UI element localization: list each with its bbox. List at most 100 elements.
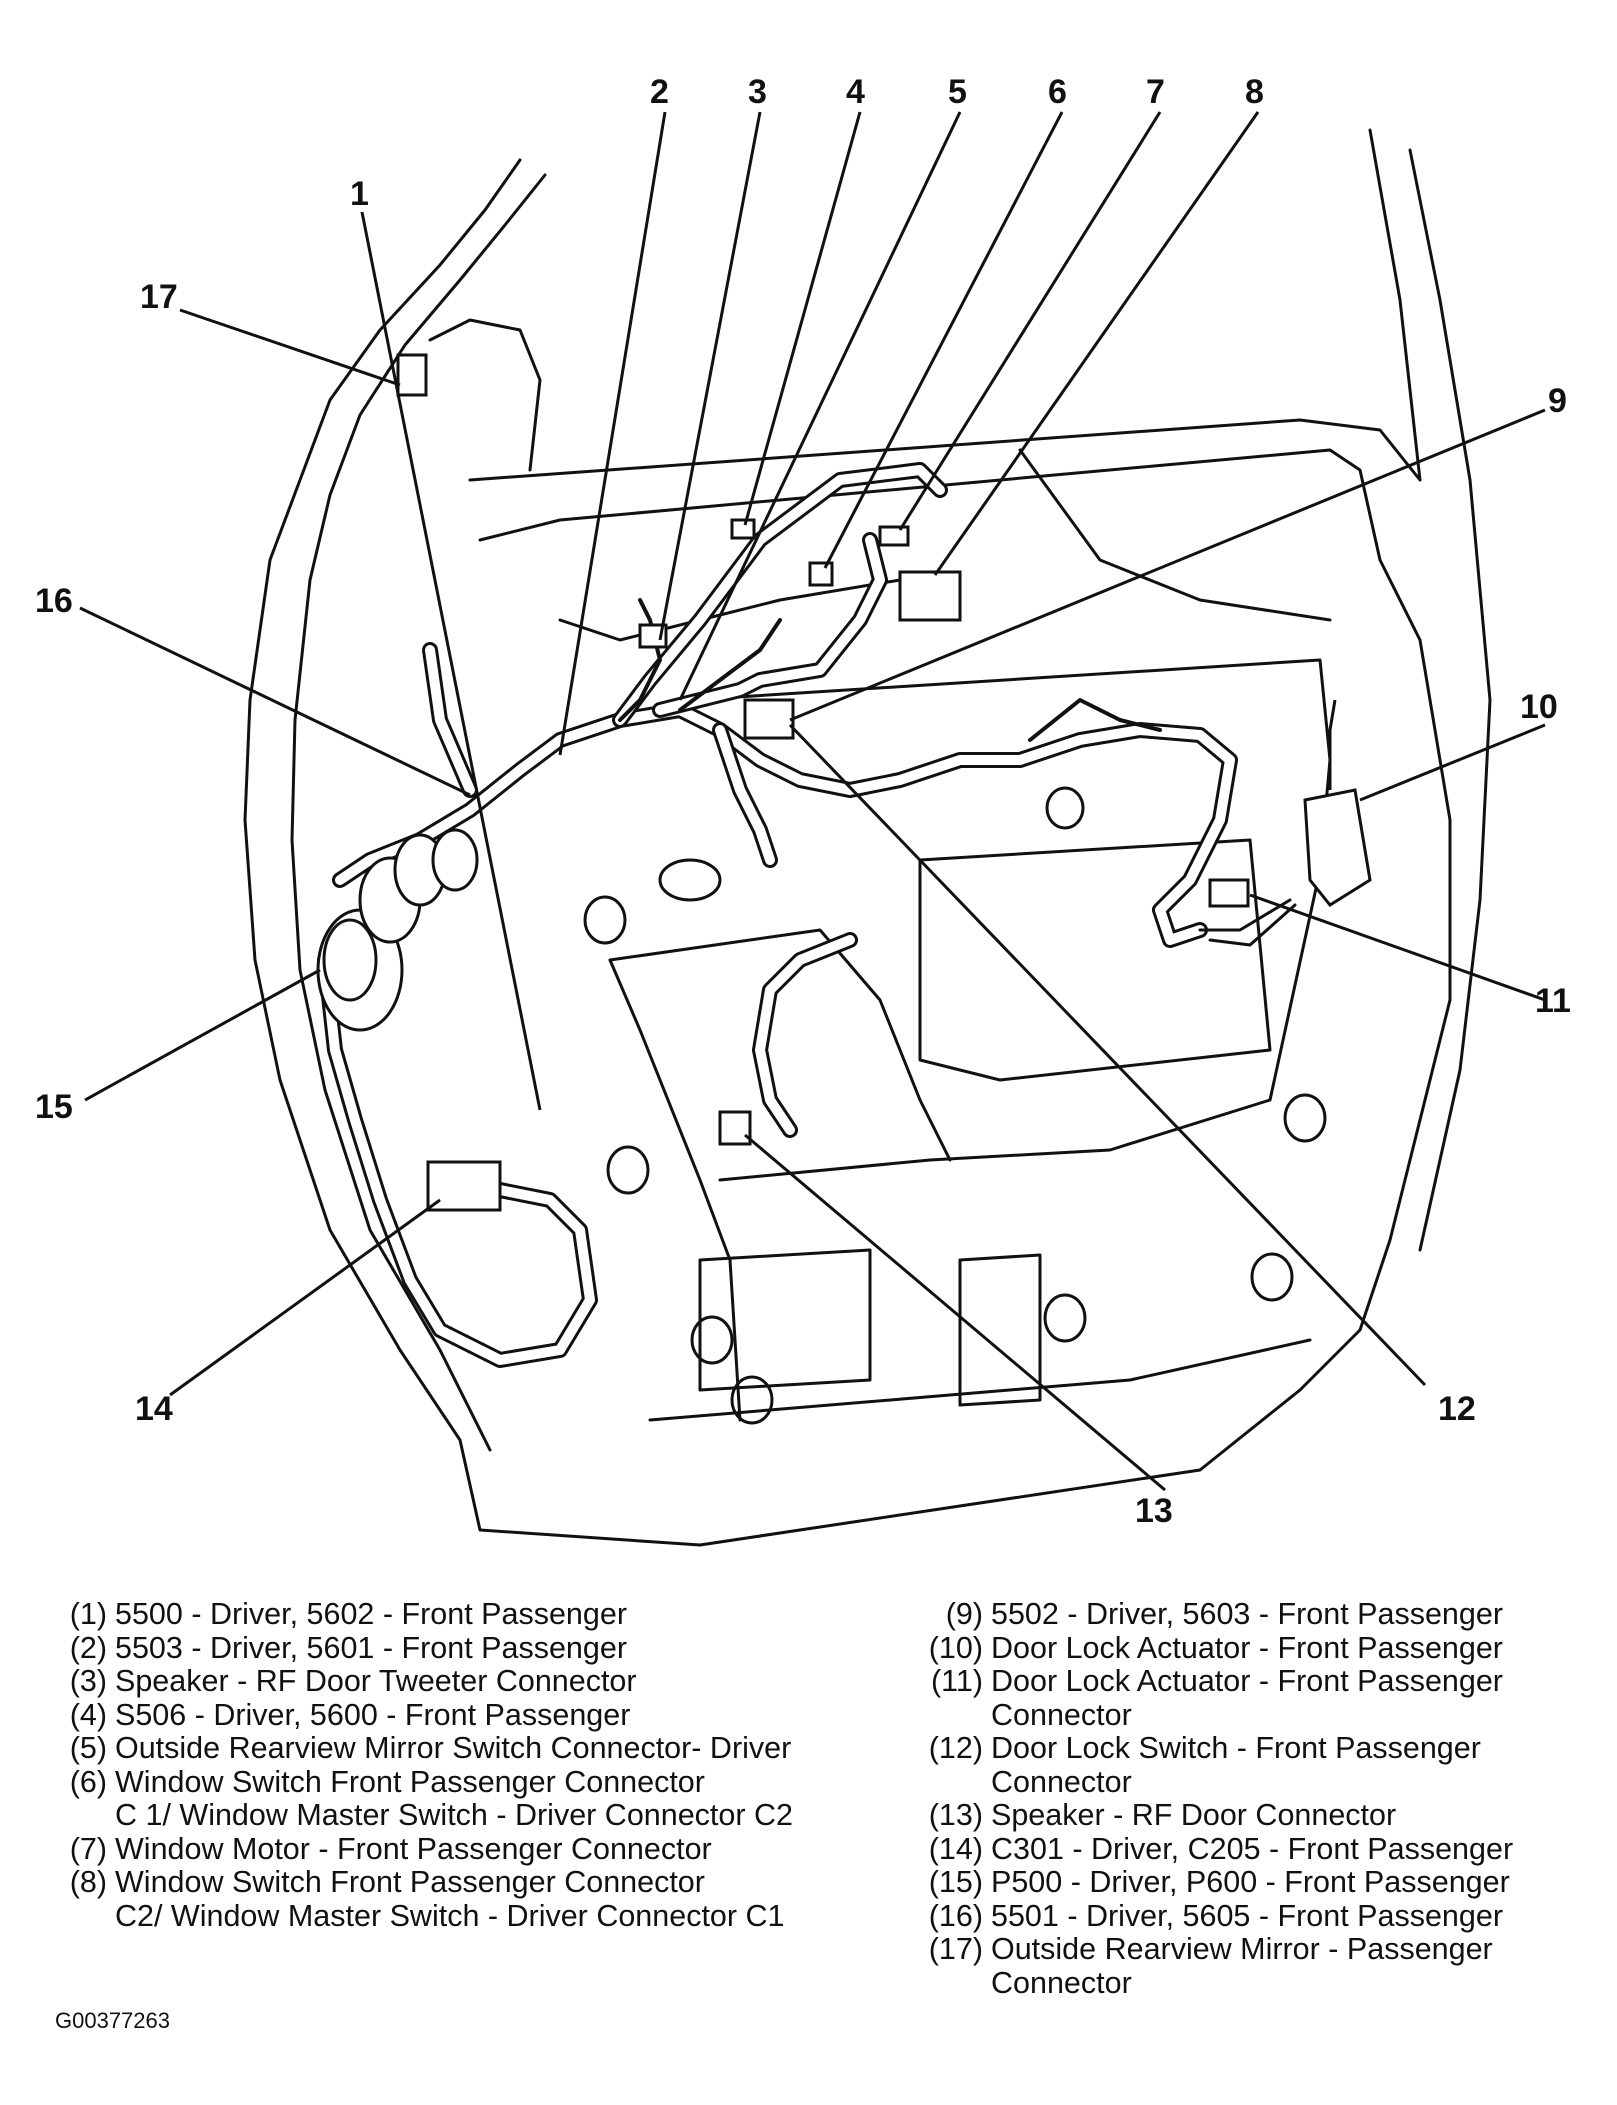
- legend-item-number: (15): [928, 1865, 983, 1899]
- callout-14: 14: [135, 1390, 173, 1428]
- legend-item-number: (17): [928, 1932, 983, 1966]
- legend-item: (2)5503 - Driver, 5601 - Front Passenger: [55, 1630, 875, 1666]
- callout-4: 4: [846, 73, 865, 111]
- legend-item-text: Connector: [991, 1697, 1132, 1732]
- legend-item-text: 5501 - Driver, 5605 - Front Passenger: [991, 1898, 1503, 1933]
- legend-item-text: P500 - Driver, P600 - Front Passenger: [991, 1865, 1510, 1899]
- legend-item-text: Connector: [991, 1764, 1132, 1799]
- legend-item-text: Speaker - RF Door Connector: [991, 1798, 1397, 1832]
- legend-item-text: Outside Rearview Mirror Switch Connector…: [115, 1731, 792, 1765]
- connector-3: [638, 623, 668, 649]
- callout-17: 17: [140, 278, 178, 316]
- callout-5: 5: [948, 73, 967, 111]
- callout-1: 1: [350, 175, 369, 213]
- legend-item-number: (11): [931, 1664, 983, 1698]
- figure-id: G00377263: [55, 2008, 170, 2033]
- legend-item-text: C301 - Driver, C205 - Front Passenger: [991, 1831, 1514, 1866]
- legend-item-number: [913, 1967, 991, 2001]
- callout-3: 3: [748, 73, 767, 111]
- legend-item: (1)5500 - Driver, 5602 - Front Passenger: [55, 1597, 875, 1632]
- legend-item-number: (5): [69, 1731, 107, 1765]
- legend-item: (4)S506 - Driver, 5600 - Front Passenger: [55, 1697, 875, 1733]
- legend-item: C 1/ Window Master Switch - Driver Conne…: [55, 1798, 875, 1833]
- legend-item-number: (7): [69, 1831, 107, 1866]
- legend-item-number: [55, 1799, 115, 1833]
- connector-8: [898, 570, 962, 622]
- legend-left-column: (1)5500 - Driver, 5602 - Front Passenger…: [55, 1597, 875, 1934]
- legend-item-text: Outside Rearview Mirror - Passenger: [991, 1932, 1493, 1966]
- door-outline: [243, 128, 1492, 1547]
- legend-item-text: Window Switch Front Passenger Connector: [115, 1764, 705, 1799]
- callout-10: 10: [1520, 688, 1558, 726]
- legend-item-number: [55, 1900, 115, 1934]
- door-wiring-diagram: 1 2 3 4 5 6 7 8 9 10 11 12 13 14 15 16 1…: [35, 73, 1571, 1547]
- legend-item-text: Window Motor - Front Passenger Connector: [115, 1831, 712, 1866]
- legend-item-number: (14): [928, 1831, 983, 1866]
- legend-item: (8)Window Switch Front Passenger Connect…: [55, 1865, 875, 1900]
- callout-labels: 1 2 3 4 5 6 7 8 9 10 11 12 13 14 15 16 1…: [35, 73, 1571, 1530]
- legend-item-number: (12): [928, 1731, 983, 1765]
- legend-item: (16)5501 - Driver, 5605 - Front Passenge…: [913, 1898, 1603, 1934]
- legend-item-number: (6): [69, 1764, 107, 1799]
- legend-item: (5)Outside Rearview Mirror Switch Connec…: [55, 1731, 875, 1766]
- wiring-harness: [317, 462, 1297, 1368]
- connector-7: [878, 525, 910, 547]
- callout-6: 6: [1048, 73, 1067, 111]
- legend-item-number: [913, 1766, 991, 1800]
- legend-item: Connector: [913, 1965, 1603, 2001]
- callout-12: 12: [1438, 1390, 1476, 1428]
- connector-5: [808, 561, 834, 587]
- door-lock-actuator-rod: [1328, 699, 1337, 790]
- legend-item: (12)Door Lock Switch - Front Passenger: [913, 1731, 1603, 1766]
- connector-11: [1208, 878, 1250, 908]
- connectors: [396, 353, 1372, 1212]
- legend-item-text: Connector: [991, 1965, 1132, 2000]
- legend-item-text: C2/ Window Master Switch - Driver Connec…: [115, 1898, 785, 1933]
- connector-13: [718, 1110, 752, 1146]
- legend-right-column: (9)5502 - Driver, 5603 - Front Passenger…: [913, 1597, 1603, 2001]
- connector-4: [730, 518, 756, 540]
- legend-item: (17)Outside Rearview Mirror - Passenger: [913, 1932, 1603, 1967]
- legend-item: Connector: [913, 1764, 1603, 1800]
- legend-item-number: [913, 1699, 991, 1733]
- legend-item-number: (8): [69, 1865, 107, 1899]
- mounting-holes: [583, 786, 1327, 1425]
- legend-item: (9)5502 - Driver, 5603 - Front Passenger: [913, 1597, 1603, 1632]
- connector-17: [396, 353, 428, 397]
- legend-item-number: (4): [69, 1697, 107, 1732]
- callout-13: 13: [1135, 1492, 1173, 1530]
- leader-lines: [79, 111, 1546, 1492]
- legend-item: (15)P500 - Driver, P600 - Front Passenge…: [913, 1865, 1603, 1900]
- callout-9: 9: [1548, 382, 1567, 420]
- legend-item-text: 5500 - Driver, 5602 - Front Passenger: [115, 1597, 627, 1631]
- legend-item-text: Door Lock Switch - Front Passenger: [991, 1731, 1481, 1765]
- callout-15: 15: [35, 1088, 73, 1126]
- connector-14: [426, 1160, 502, 1212]
- legend-item: C2/ Window Master Switch - Driver Connec…: [55, 1898, 875, 1934]
- legend-item: (3)Speaker - RF Door Tweeter Connector: [55, 1664, 875, 1699]
- legend-item: (13)Speaker - RF Door Connector: [913, 1798, 1603, 1833]
- legend-item-number: (16): [928, 1898, 983, 1933]
- legend-item-number: (9): [945, 1597, 983, 1631]
- callout-16: 16: [35, 582, 73, 620]
- legend-item-text: Door Lock Actuator - Front Passenger: [991, 1630, 1503, 1665]
- legend-item-text: 5503 - Driver, 5601 - Front Passenger: [115, 1630, 627, 1665]
- legend-item: (10)Door Lock Actuator - Front Passenger: [913, 1630, 1603, 1666]
- legend-item-text: Window Switch Front Passenger Connector: [115, 1865, 705, 1899]
- callout-8: 8: [1245, 73, 1264, 111]
- legend-item-text: 5502 - Driver, 5603 - Front Passenger: [991, 1597, 1503, 1631]
- legend-item-number: (10): [928, 1630, 983, 1665]
- legend-item-text: C 1/ Window Master Switch - Driver Conne…: [115, 1798, 793, 1832]
- legend-item-number: (3): [69, 1664, 107, 1698]
- callout-7: 7: [1146, 73, 1165, 111]
- legend-item: (7)Window Motor - Front Passenger Connec…: [55, 1831, 875, 1867]
- grommet-boot: [316, 828, 479, 1032]
- callout-2: 2: [650, 73, 669, 111]
- legend-item: Connector: [913, 1697, 1603, 1733]
- legend-item: (14)C301 - Driver, C205 - Front Passenge…: [913, 1831, 1603, 1867]
- legend-item-text: S506 - Driver, 5600 - Front Passenger: [115, 1697, 631, 1732]
- legend-item-text: Door Lock Actuator - Front Passenger: [991, 1664, 1503, 1698]
- legend-item: (11)Door Lock Actuator - Front Passenger: [913, 1664, 1603, 1699]
- callout-11: 11: [1535, 982, 1571, 1020]
- legend-item-number: (2): [69, 1630, 107, 1665]
